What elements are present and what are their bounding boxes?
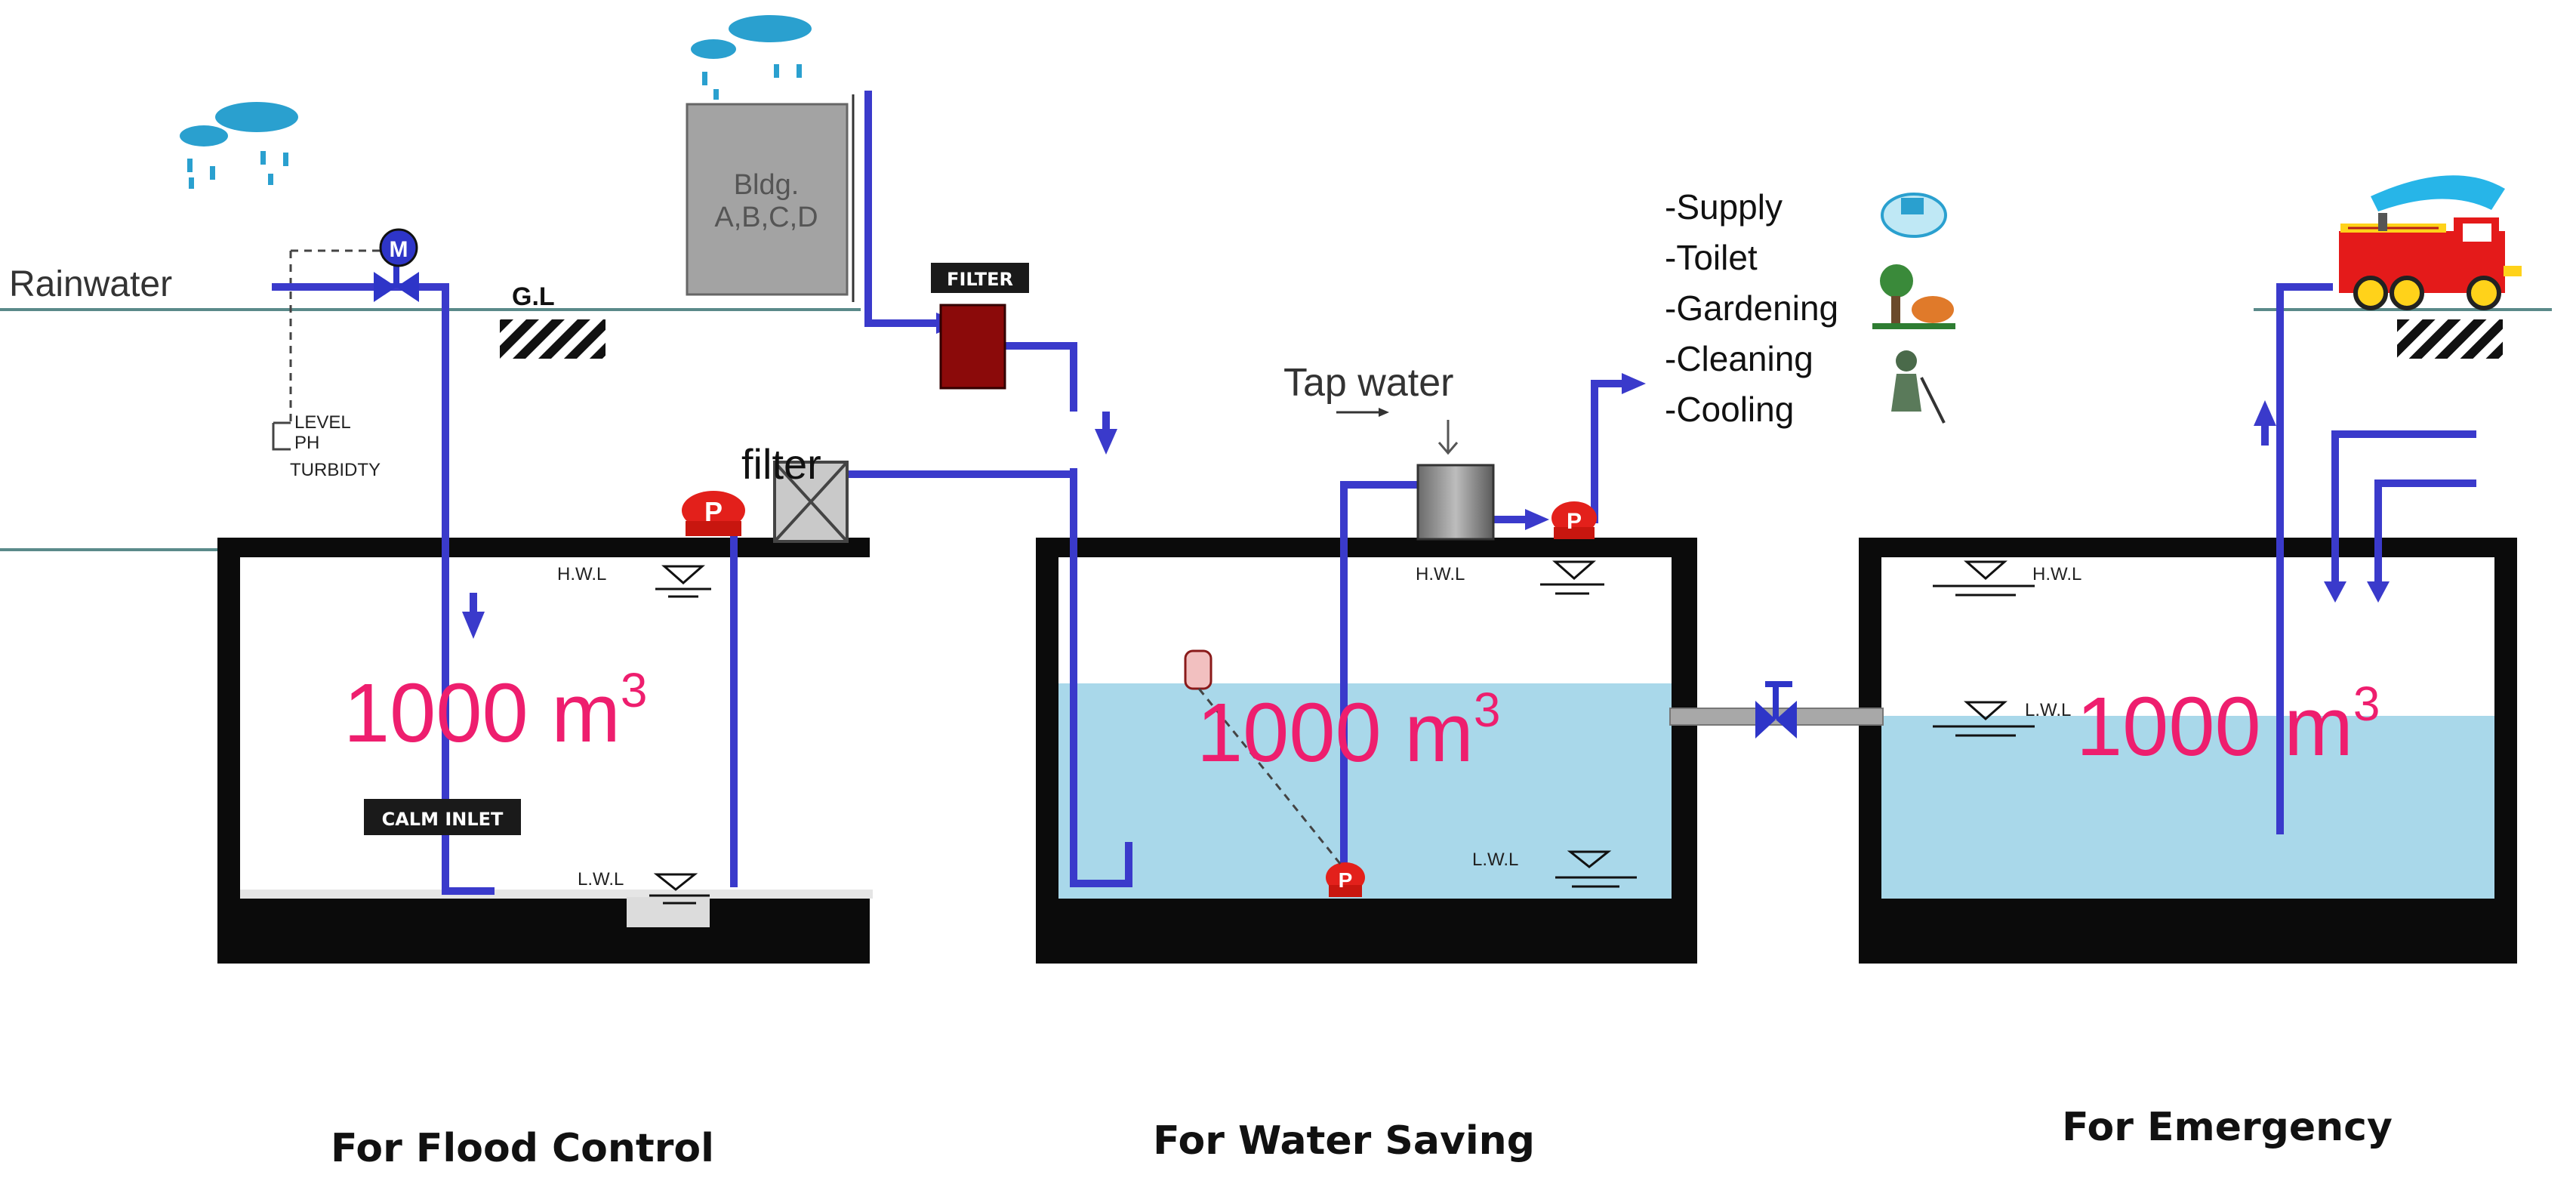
ground-hatch-right bbox=[2397, 319, 2503, 359]
calm-inlet-label: CALM INLET bbox=[382, 809, 504, 830]
tank-volume-1: 1000 m3 bbox=[344, 663, 648, 760]
gardener-icon bbox=[1872, 264, 1955, 329]
sensor-level: LEVEL bbox=[294, 412, 351, 433]
caption-flood-control: For Flood Control bbox=[331, 1126, 714, 1171]
building bbox=[686, 103, 849, 296]
sensor-line bbox=[289, 249, 385, 423]
use-cooling: -Cooling bbox=[1665, 390, 1794, 429]
building-label: Bldg. bbox=[734, 169, 800, 201]
svg-text:H.W.L: H.W.L bbox=[2032, 564, 2081, 584]
calm-inlet-tag bbox=[364, 799, 521, 835]
tank-volume-2: 1000 m3 bbox=[1197, 683, 1501, 779]
tap-water-label: Tap water bbox=[1283, 361, 1453, 405]
use-supply: -Supply bbox=[1665, 187, 1783, 227]
tap-water-tank bbox=[1416, 464, 1495, 541]
svg-text:P: P bbox=[704, 496, 723, 527]
faucet-icon bbox=[1881, 193, 1947, 238]
small-filter-label: filter bbox=[741, 440, 821, 488]
caption-emergency: For Emergency bbox=[2062, 1105, 2393, 1150]
caption-water-saving: For Water Saving bbox=[1153, 1118, 1535, 1164]
tank-flood-control bbox=[217, 538, 873, 964]
sensor-ph: PH bbox=[294, 433, 319, 453]
svg-text:L.W.L: L.W.L bbox=[578, 869, 624, 890]
pump-icon-3: P bbox=[1326, 862, 1365, 897]
flow-arrows bbox=[462, 313, 2390, 639]
tank-emergency bbox=[1859, 538, 2517, 964]
filter-tag bbox=[931, 263, 1029, 293]
building-label-2: A,B,C,D bbox=[714, 202, 818, 233]
filter-tag-label: FILTER bbox=[947, 269, 1013, 290]
rain-cloud-icon bbox=[180, 102, 298, 189]
motor-label: M bbox=[390, 237, 408, 262]
svg-text:P: P bbox=[1567, 509, 1582, 534]
pump-icon-2: P bbox=[1551, 501, 1597, 539]
motor-valve-icon: M bbox=[374, 228, 419, 302]
ground-hatch bbox=[500, 319, 605, 359]
connecting-valve-icon bbox=[1755, 681, 1797, 739]
rainwater-label: Rainwater bbox=[9, 264, 172, 304]
tank-water-saving bbox=[1036, 538, 1697, 964]
water-level-markers: H.W.L L.W.L H.W.L L.W.L H.W.L L.W.L bbox=[557, 560, 2081, 905]
svg-text:P: P bbox=[1339, 868, 1353, 892]
svg-text:L.W.L: L.W.L bbox=[2025, 700, 2071, 720]
cleaner-icon bbox=[1891, 350, 1946, 424]
rain-cloud-icon-2 bbox=[691, 15, 812, 100]
pump-icon-1: P bbox=[682, 491, 745, 536]
fire-truck-icon bbox=[2339, 175, 2522, 310]
svg-text:H.W.L: H.W.L bbox=[1416, 564, 1465, 584]
pipes bbox=[272, 91, 2476, 895]
filter-unit bbox=[939, 304, 1006, 390]
svg-text:L.W.L: L.W.L bbox=[1472, 850, 1518, 870]
sensor-turbidity: TURBIDTY bbox=[290, 460, 381, 480]
tank-volume-3: 1000 m3 bbox=[2076, 677, 2380, 773]
floating-intake bbox=[1184, 649, 1213, 690]
ground-level-label: G.L bbox=[512, 282, 555, 311]
use-cleaning: -Cleaning bbox=[1665, 339, 1813, 378]
use-toilet: -Toilet bbox=[1665, 238, 1758, 277]
use-gardening: -Gardening bbox=[1665, 288, 1838, 328]
svg-text:H.W.L: H.W.L bbox=[557, 564, 606, 584]
